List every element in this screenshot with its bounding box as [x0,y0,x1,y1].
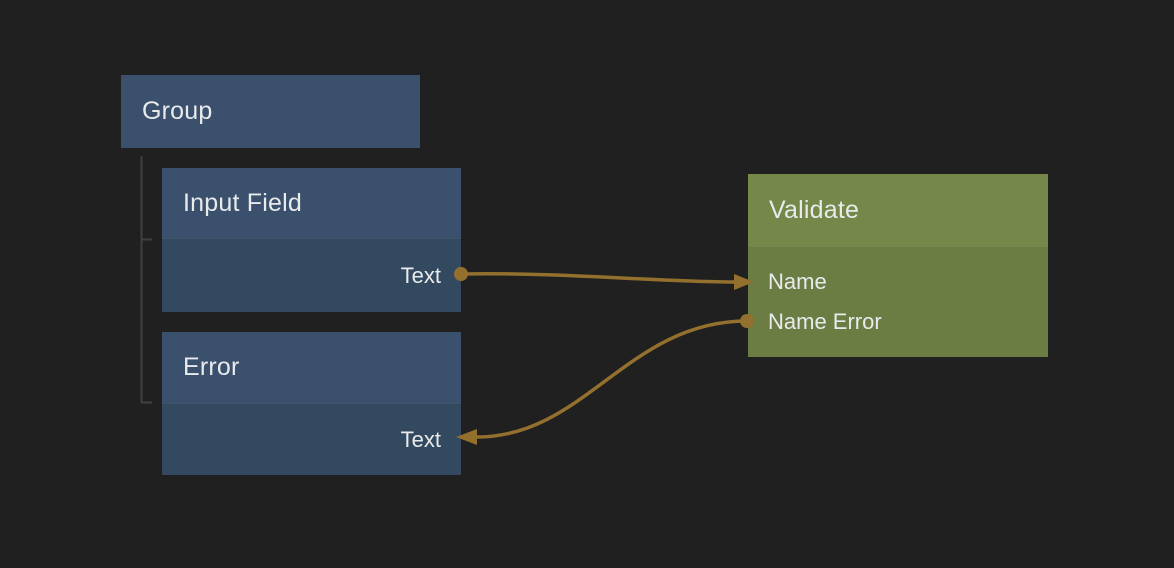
node-validate[interactable]: Validate Name Name Error [748,174,1048,357]
node-error-title: Error [183,353,240,381]
node-error[interactable]: Error Text [162,332,461,475]
port-label-name-error-output: Name Error [768,309,882,334]
node-validate-header[interactable]: Validate [748,174,1048,246]
wire-input-field-text-to-validate-name[interactable] [460,272,736,284]
node-validate-title: Validate [769,195,860,224]
node-validate-body: Name Name Error [748,246,1048,357]
wire-validate-name-error-to-error-text[interactable] [476,319,748,439]
port-row-validate-name-input: Name [748,262,1048,302]
port-row-validate-name-error-output: Name Error [748,302,1048,342]
node-input-field-header[interactable]: Input Field [162,168,461,238]
node-group-header[interactable]: Group [121,75,420,148]
node-input-field[interactable]: Input Field Text [162,168,461,312]
node-group[interactable]: Group [121,75,420,148]
node-input-field-title: Input Field [183,188,302,217]
node-group-title: Group [142,97,213,125]
port-label-name-input: Name [768,269,827,294]
node-error-header[interactable]: Error [162,332,461,403]
hierarchy-line-group-to-error [140,156,152,404]
port-row-input-field-text-output: Text [162,238,461,312]
port-row-error-text-input: Text [162,403,461,475]
port-label-text-output: Text [400,262,441,288]
port-label-text-input: Text [400,426,441,452]
